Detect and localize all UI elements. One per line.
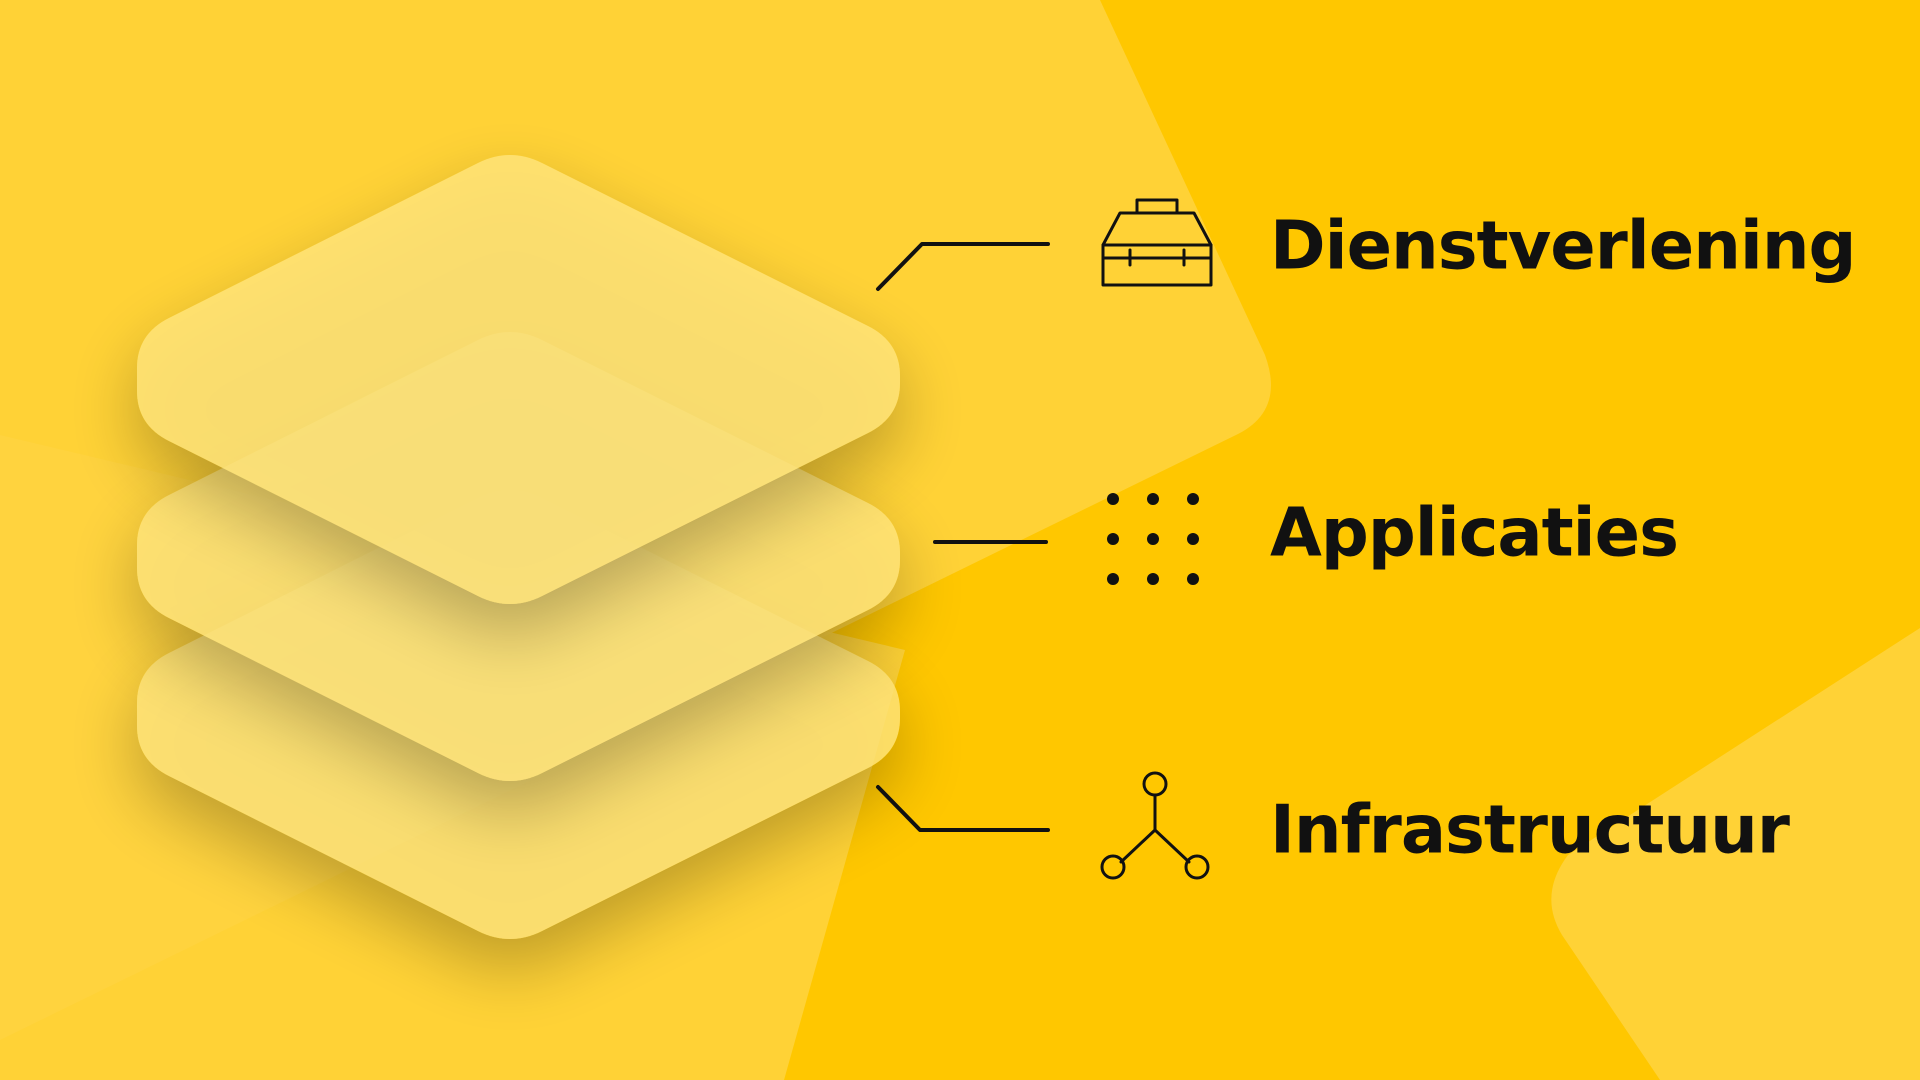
label-dienstverlening: Dienstverlening [1270, 206, 1857, 285]
connector-lines [876, 242, 1050, 832]
connector-infrastructuur [876, 785, 1050, 832]
layer-stack [137, 155, 900, 939]
dot-grid-icon [1107, 493, 1199, 585]
label-applicaties: Applicaties [1270, 493, 1679, 572]
connector-dienstverlening [876, 242, 1050, 291]
label-infrastructuur: Infrastructuur [1270, 790, 1790, 869]
network-nodes-icon [1100, 771, 1210, 880]
toolbox-icon [1101, 198, 1213, 287]
layer-dienstverlening [137, 155, 900, 604]
background-shape-bottom-right [1551, 628, 1920, 1080]
